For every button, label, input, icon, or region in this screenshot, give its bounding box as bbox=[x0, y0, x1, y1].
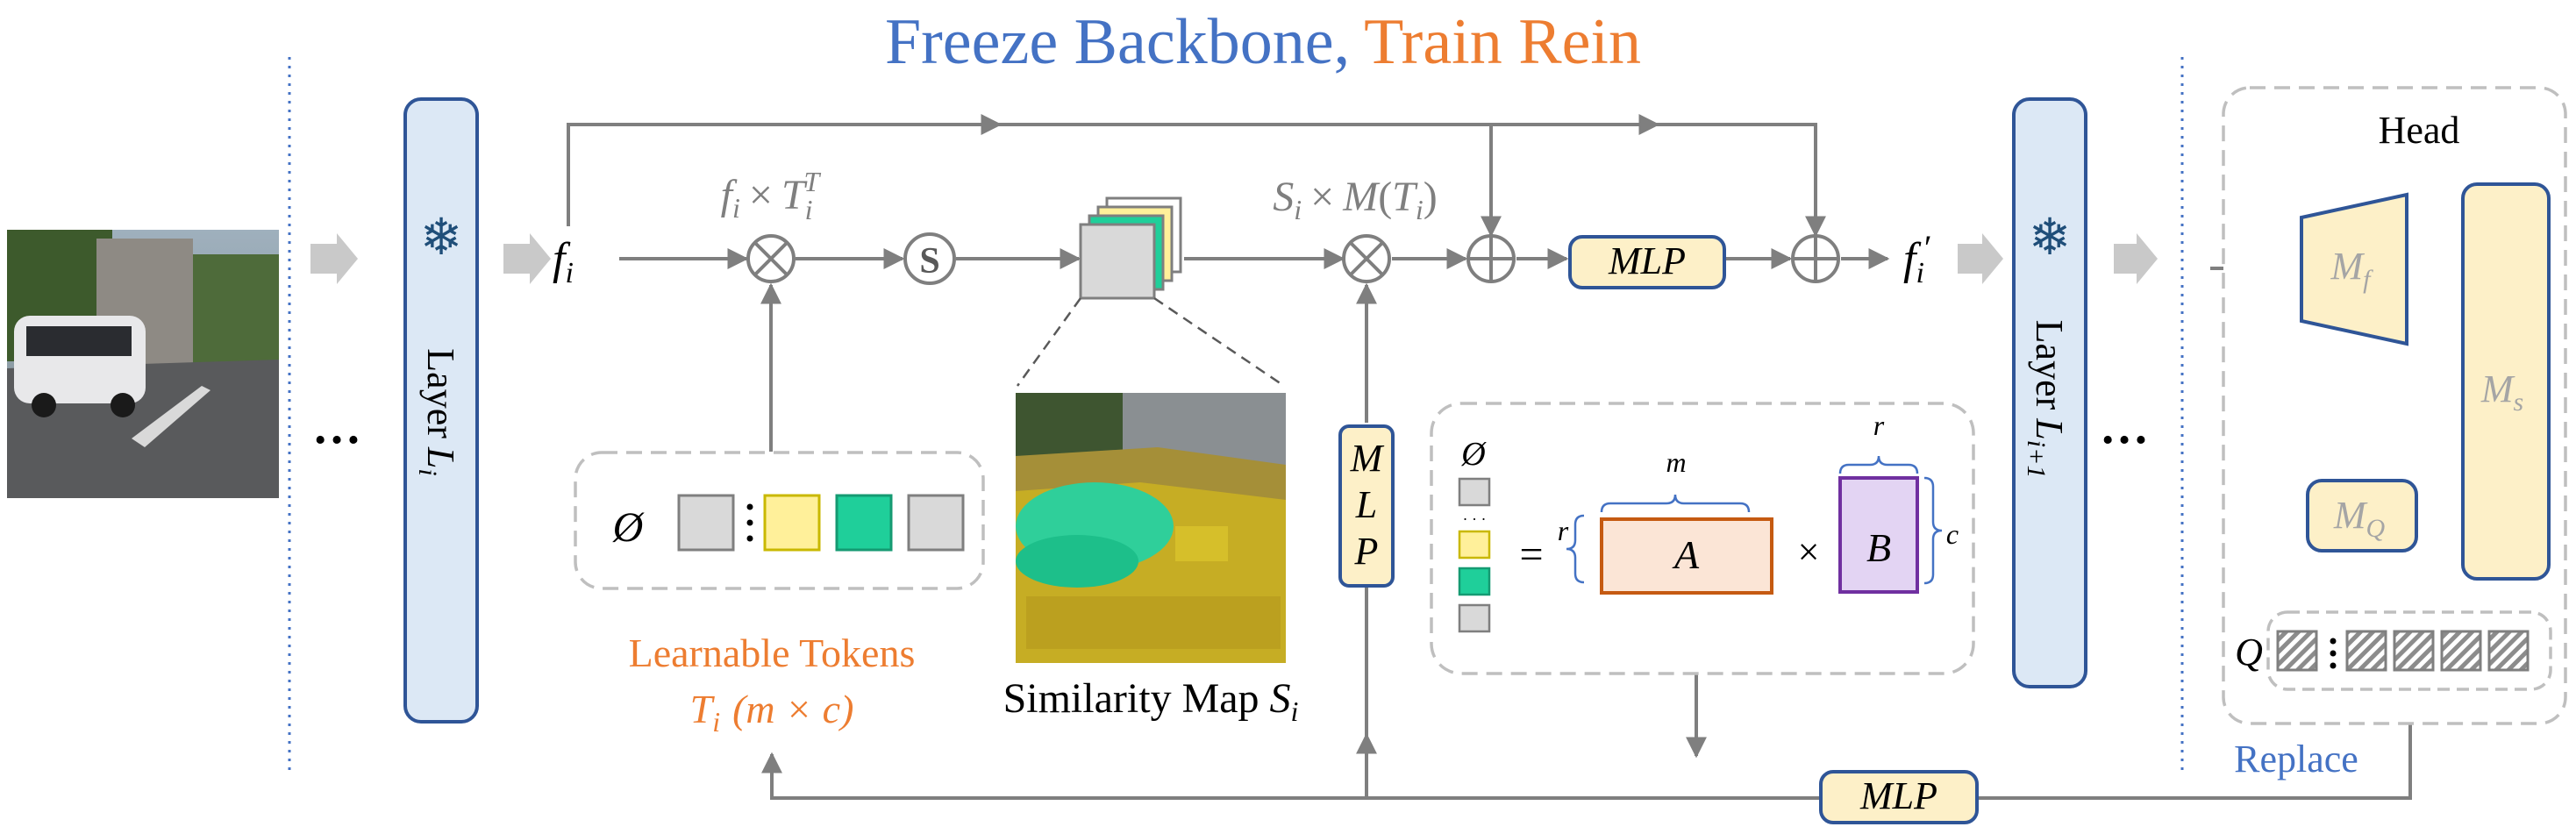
lr-empty-set: Ø bbox=[1460, 436, 1487, 473]
layer-li1-word: Layer bbox=[2028, 320, 2071, 410]
block-arrow-2 bbox=[503, 233, 551, 284]
svg-text:P: P bbox=[1354, 530, 1379, 573]
add-op-1 bbox=[1466, 234, 1516, 283]
layer-li-sub: i bbox=[413, 468, 442, 475]
empty-set-token: Ø bbox=[612, 504, 646, 551]
mlp-main: MLP bbox=[1568, 235, 1726, 289]
block-arrow-3 bbox=[1958, 233, 2003, 284]
multiply-op-1 bbox=[746, 234, 796, 283]
feature-stack bbox=[1079, 196, 1182, 300]
svg-text:LayerLi: LayerLi bbox=[413, 348, 462, 475]
softmax-op bbox=[903, 232, 956, 285]
head-mf bbox=[2300, 192, 2408, 346]
head-title: Head bbox=[2379, 109, 2460, 152]
token-yellow bbox=[763, 494, 821, 552]
lr-equals: = bbox=[1519, 531, 1543, 578]
learnable-tokens-box: Ø bbox=[574, 451, 985, 590]
ellipsis-left: … bbox=[312, 400, 361, 454]
title-train: Train Rein bbox=[1364, 6, 1641, 78]
svg-text:M: M bbox=[1350, 437, 1385, 480]
layer-li1-var: L bbox=[2028, 417, 2071, 439]
block-arrow-4 bbox=[2114, 233, 2158, 284]
svg-text:MLP: MLP bbox=[1859, 774, 1937, 817]
token-gray-2 bbox=[907, 494, 965, 552]
softmax-label: S bbox=[919, 241, 939, 282]
skip-path-outer bbox=[567, 123, 1826, 238]
title: Freeze Backbone,Train Rein bbox=[885, 6, 1641, 78]
ellipsis-right: … bbox=[2100, 400, 2149, 454]
snowflake-icon: ❄ bbox=[420, 209, 463, 266]
formula-s-times-m: Si×M(Ti) bbox=[1273, 174, 1438, 225]
mlp-vertical: M L P bbox=[1338, 424, 1395, 588]
lr-r-top: r bbox=[1873, 410, 1885, 441]
multiply-op-2 bbox=[1342, 234, 1391, 283]
svg-text:Ms: Ms bbox=[2480, 367, 2523, 417]
matrix-A bbox=[1600, 517, 1773, 595]
zoom-lines bbox=[1016, 296, 1285, 388]
svg-text:A: A bbox=[1672, 532, 1700, 577]
operators bbox=[746, 232, 1840, 285]
head-mq bbox=[2306, 479, 2418, 552]
svg-text:L: L bbox=[1355, 483, 1377, 526]
head-q-label: Q bbox=[2235, 631, 2263, 674]
input-image bbox=[7, 230, 279, 498]
low-rank-box: Ø · · · = r m A × r B c bbox=[1430, 402, 1975, 675]
block-arrows bbox=[310, 233, 2158, 284]
layer-li-var: L bbox=[419, 446, 462, 468]
lr-dots: · · · bbox=[1463, 510, 1487, 528]
head-box: Head Mf Ms MQ Q bbox=[2222, 86, 2567, 725]
layer-li-word: Layer bbox=[419, 348, 462, 438]
token-green bbox=[835, 494, 893, 552]
svg-text:B: B bbox=[1866, 525, 1891, 570]
lr-r-left: r bbox=[1558, 515, 1569, 546]
learnable-tokens-label: Learnable Tokens bbox=[629, 631, 916, 675]
mlp-bottom: MLP bbox=[1819, 770, 1979, 824]
snowflake-icon: ❄ bbox=[2029, 209, 2072, 266]
lr-times: × bbox=[1798, 531, 1820, 574]
formula-f-times-t: fi×TiT bbox=[721, 166, 822, 225]
layer-li1-sub: i+1 bbox=[2022, 440, 2051, 479]
svg-text:MLP: MLP bbox=[1608, 239, 1686, 282]
matrix-B bbox=[1838, 476, 1919, 594]
lr-c: c bbox=[1946, 518, 1959, 550]
svg-text:MQ: MQ bbox=[2333, 494, 2386, 543]
head-ms bbox=[2461, 182, 2551, 581]
replace-label: Replace bbox=[2234, 738, 2358, 781]
svg-text:LayerLi+1: LayerLi+1 bbox=[2022, 320, 2071, 479]
add-op-2 bbox=[1791, 234, 1840, 283]
token-gray-1 bbox=[677, 494, 735, 552]
layer-li: ❄ LayerLi bbox=[403, 97, 479, 724]
learnable-tokens-dims: Ti(m × c) bbox=[690, 687, 854, 738]
lr-m: m bbox=[1666, 446, 1686, 478]
feature-fi: fi bbox=[553, 234, 574, 289]
layer-li1: ❄ LayerLi+1 bbox=[2012, 97, 2087, 688]
title-freeze: Freeze Backbone, bbox=[885, 6, 1350, 78]
block-arrow-1 bbox=[310, 233, 358, 284]
feature-fi-prime: fi′ bbox=[1903, 228, 1932, 289]
similarity-map-image bbox=[1016, 393, 1286, 663]
